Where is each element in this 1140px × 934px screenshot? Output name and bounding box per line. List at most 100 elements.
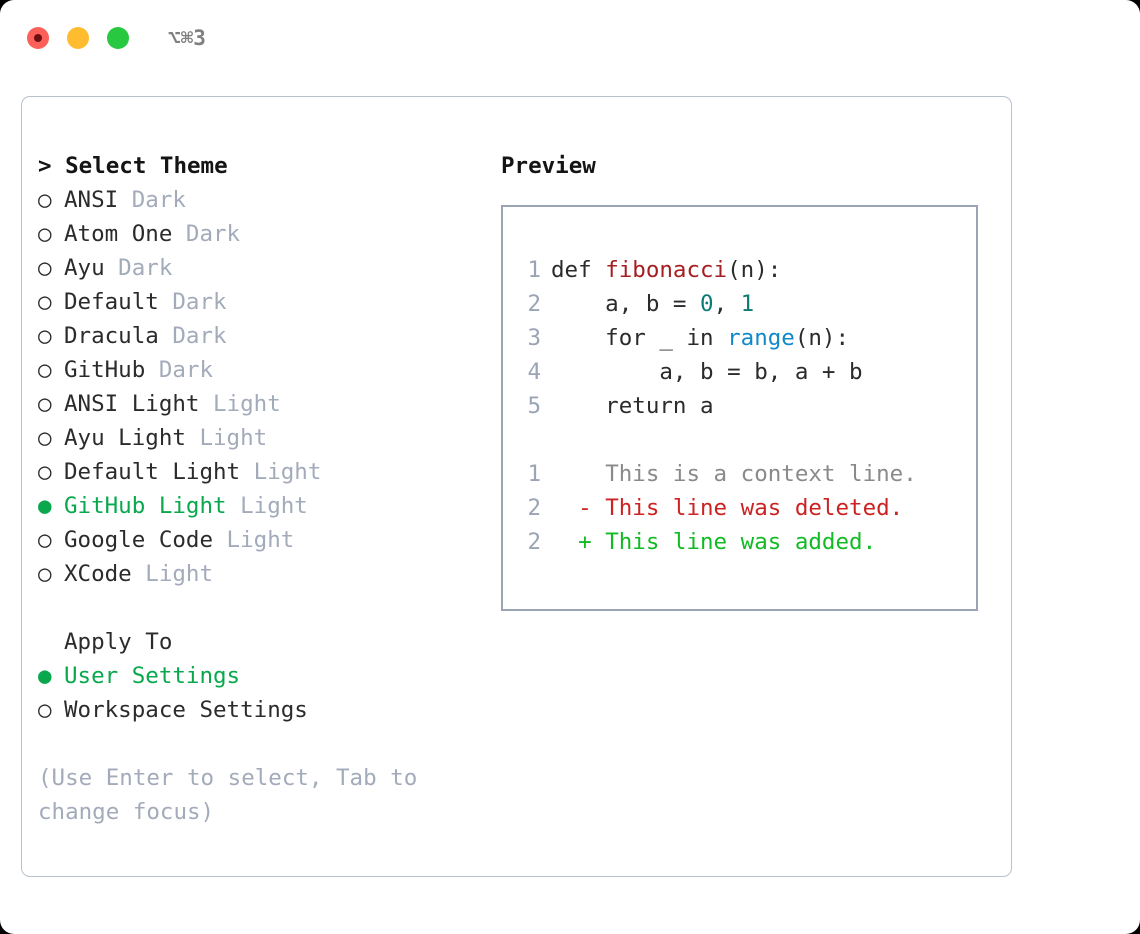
theme-name: Atom One: [64, 221, 173, 247]
radio-unselected-icon: ○: [38, 357, 66, 383]
diff-text: This line was added.: [605, 529, 877, 555]
title-bar: ⌥⌘3: [0, 0, 1140, 76]
keyboard-hint-text: (Use Enter to select, Tab to change focu…: [38, 765, 418, 825]
theme-variant-badge: Dark: [158, 289, 227, 315]
theme-variant-badge: Light: [199, 391, 281, 417]
diff-line: 2 - This line was deleted.: [503, 491, 976, 525]
theme-name: Default Light: [64, 459, 241, 485]
keyboard-shortcut-label: ⌥⌘3: [168, 26, 206, 50]
code-token: fibonacci: [605, 257, 728, 283]
radio-unselected-icon: ○: [38, 425, 66, 451]
minimize-window-button[interactable]: [67, 27, 89, 49]
code-line: 2 a, b = 0, 1: [503, 287, 976, 321]
theme-list-item[interactable]: ● GitHub Light Light: [38, 489, 478, 523]
theme-variant-badge: Light: [226, 493, 308, 519]
diff-preview-block: 1 This is a context line.2 - This line w…: [503, 457, 976, 559]
theme-list-item[interactable]: ○ Default Dark: [38, 285, 478, 319]
theme-list-item[interactable]: ○ GitHub Dark: [38, 353, 478, 387]
maximize-window-button[interactable]: [107, 27, 129, 49]
theme-name: Ayu Light: [64, 425, 186, 451]
diff-line: 1 This is a context line.: [503, 457, 976, 491]
theme-name: ANSI Light: [64, 391, 200, 417]
theme-list-item[interactable]: ○ ANSI Dark: [38, 183, 478, 217]
code-line-number: 5: [527, 393, 541, 419]
theme-variant-badge: Dark: [158, 323, 227, 349]
theme-variant-badge: Light: [131, 561, 214, 587]
code-token: def: [551, 257, 606, 283]
radio-unselected-icon: ○: [38, 391, 66, 417]
radio-unselected-icon: ○: [38, 697, 66, 723]
preview-block-gap: [503, 423, 976, 457]
theme-variant-badge: Light: [213, 527, 295, 553]
apply-to-option[interactable]: ● User Settings: [38, 659, 478, 693]
code-token: a, b =: [551, 291, 701, 317]
theme-name: Ayu: [64, 255, 105, 281]
radio-unselected-icon: ○: [38, 289, 66, 315]
theme-list-item[interactable]: ○ ANSI Light Light: [38, 387, 478, 421]
theme-name: Default: [64, 289, 159, 315]
theme-variant-badge: Dark: [118, 187, 186, 213]
theme-name: ANSI: [64, 187, 119, 213]
theme-name: GitHub Light: [64, 493, 227, 519]
code-line: 3 for _ in range(n):: [503, 321, 976, 355]
radio-unselected-icon: ○: [38, 187, 66, 213]
select-theme-header: > Select Theme: [38, 153, 228, 179]
code-token: 1: [740, 291, 755, 317]
theme-variant-badge: Light: [240, 459, 322, 485]
code-token: for _ in: [551, 325, 728, 351]
diff-line-number: 2: [527, 529, 541, 555]
radio-unselected-icon: ○: [38, 323, 66, 349]
code-line-number: 1: [527, 257, 541, 283]
diff-line-number: 1: [527, 461, 541, 487]
code-token: (n):: [794, 325, 850, 351]
code-line-number: 4: [527, 359, 541, 385]
code-token: range: [727, 325, 795, 351]
theme-list-item[interactable]: ○ Default Light Light: [38, 455, 478, 489]
radio-selected-icon: ●: [38, 493, 66, 519]
theme-selector-panel: > Select Theme ○ ANSI Dark○ Atom One Dar…: [38, 149, 478, 829]
code-token: (n):: [727, 257, 782, 283]
diff-line-number: 2: [527, 495, 541, 521]
radio-unselected-icon: ○: [38, 561, 66, 587]
code-line: 5 return a: [503, 389, 976, 423]
code-token: 0: [700, 291, 714, 317]
theme-list-item[interactable]: ○ Ayu Light Light: [38, 421, 478, 455]
theme-variant-badge: Dark: [104, 255, 173, 281]
theme-variant-badge: Dark: [145, 357, 214, 383]
theme-name: Google Code: [64, 527, 214, 553]
code-line: 4 a, b = b, a + b: [503, 355, 976, 389]
theme-variant-badge: Light: [185, 425, 268, 451]
radio-selected-icon: ●: [38, 663, 66, 689]
apply-to-list: ● User Settings○ Workspace Settings: [38, 659, 478, 727]
close-window-button[interactable]: [27, 27, 49, 49]
radio-unselected-icon: ○: [38, 459, 66, 485]
theme-list-item[interactable]: ○ Atom One Dark: [38, 217, 478, 251]
code-token: ,: [713, 291, 741, 317]
theme-name: GitHub: [64, 357, 146, 383]
code-line: 1 def fibonacci(n):: [503, 253, 976, 287]
theme-list-item[interactable]: ○ Ayu Dark: [38, 251, 478, 285]
apply-to-option[interactable]: ○ Workspace Settings: [38, 693, 478, 727]
apply-to-header: Apply To: [64, 629, 173, 655]
theme-list-item[interactable]: ○ Dracula Dark: [38, 319, 478, 353]
list-spacer: [38, 591, 478, 625]
preview-title: Preview: [501, 153, 596, 179]
diff-line: 2 + This line was added.: [503, 525, 976, 559]
code-line-number: 3: [527, 325, 541, 351]
theme-list-item[interactable]: ○ Google Code Light: [38, 523, 478, 557]
theme-variant-badge: Dark: [172, 221, 241, 247]
diff-text: This is a context line.: [605, 461, 917, 487]
radio-unselected-icon: ○: [38, 527, 66, 553]
code-token: a, b = b, a + b: [551, 359, 863, 385]
apply-to-option-label: User Settings: [64, 663, 241, 689]
theme-name: XCode: [64, 561, 132, 587]
theme-list-item[interactable]: ○ XCode Light: [38, 557, 478, 591]
main-panel: > Select Theme ○ ANSI Dark○ Atom One Dar…: [21, 96, 1012, 877]
code-token: return a: [551, 393, 714, 419]
diff-text: This line was deleted.: [605, 495, 904, 521]
radio-unselected-icon: ○: [38, 255, 66, 281]
diff-marker: +: [551, 529, 606, 555]
